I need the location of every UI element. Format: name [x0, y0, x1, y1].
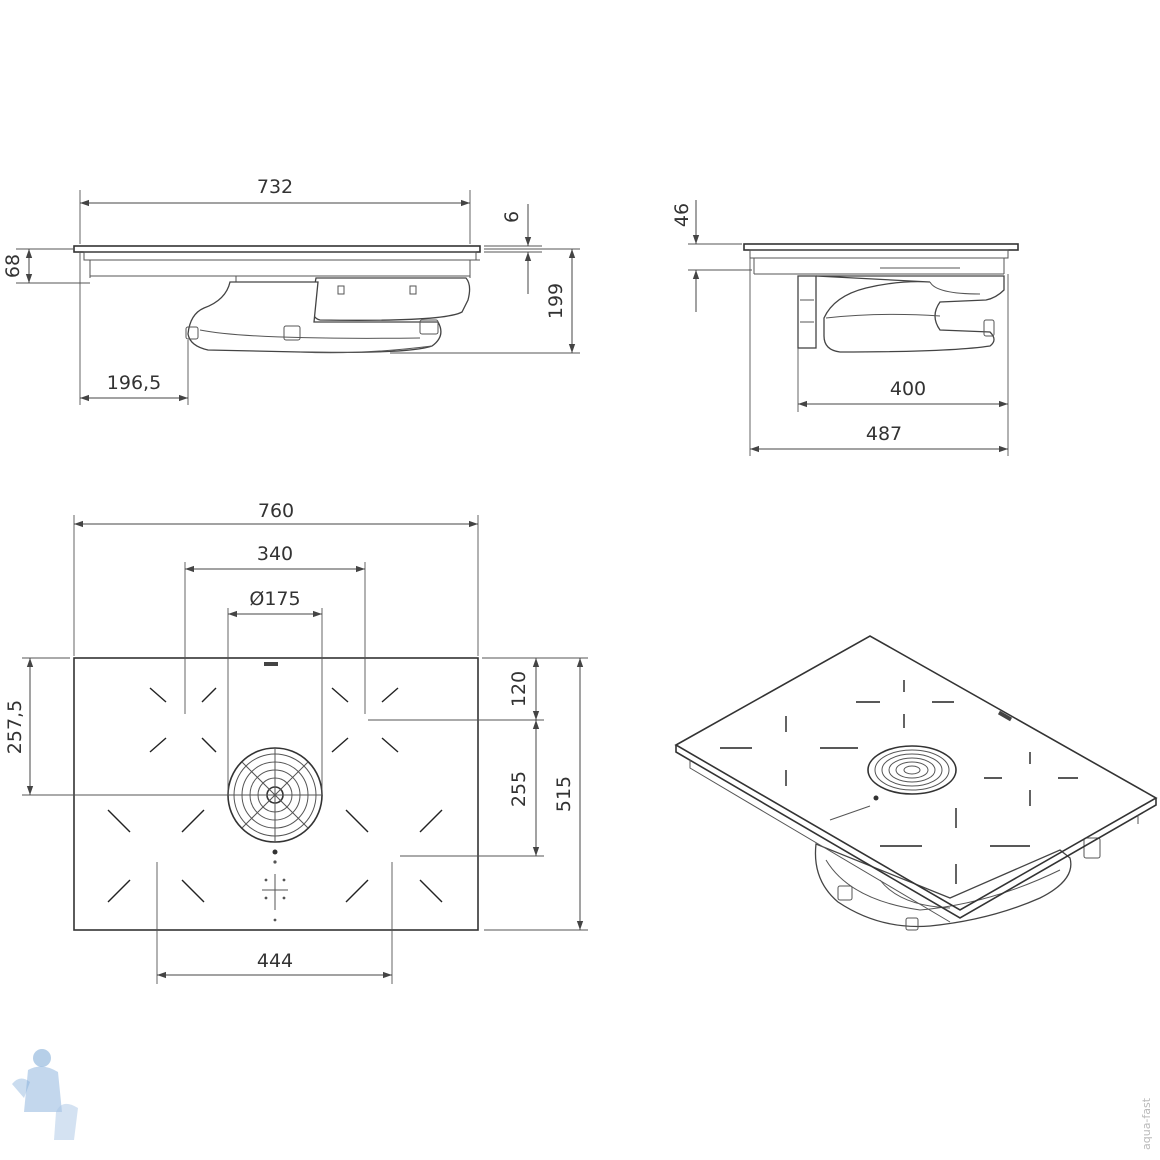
- dim-fan-offset: 196,5: [107, 372, 161, 394]
- dim-duct-diameter: Ø175: [249, 588, 300, 610]
- side-view-hob: [73, 245, 481, 283]
- cooking-zone-rear-right: [331, 687, 399, 753]
- end-view-extractor-unit: [797, 275, 1005, 353]
- watermark-text: aqua-fast: [1140, 1097, 1153, 1150]
- hob-outline: [73, 657, 479, 931]
- dim-depth-68: 68: [2, 254, 24, 278]
- dim-top-height: 46: [671, 203, 693, 227]
- dim-top-width: 760: [258, 500, 294, 522]
- dim-total-height: 199: [545, 283, 567, 319]
- cooking-zone-rear-left: [149, 687, 217, 753]
- dim-glass-thickness: 6: [501, 211, 523, 223]
- iso-cooking-zones: [720, 680, 1078, 884]
- end-view-hob: [743, 243, 1019, 275]
- end-view: 46 400 487: [671, 200, 1019, 456]
- plumber-mascot-icon: [12, 1049, 78, 1140]
- dim-zone-spacing: 255: [508, 771, 530, 807]
- top-view: 760 340 Ø175 257,5 120 255 515 444: [4, 500, 588, 984]
- isometric-view: [674, 635, 1158, 931]
- dim-zone-span: 340: [257, 543, 293, 565]
- iso-vent-grille-icon: [867, 745, 957, 795]
- side-view: 732 6 68 199 196,5: [2, 176, 580, 405]
- dim-top-depth: 515: [553, 776, 575, 812]
- iso-extractor-unit: [814, 837, 1101, 931]
- dim-vent-center-offset: 257,5: [4, 700, 26, 754]
- cooking-zone-front-right: [345, 809, 443, 903]
- dim-rear-zone-offset: 120: [508, 671, 530, 707]
- side-view-extractor-unit: [185, 277, 471, 354]
- dim-front-zone-span: 444: [257, 950, 293, 972]
- dim-side-width: 732: [257, 176, 293, 198]
- iso-hob: [674, 635, 1158, 923]
- touch-control-panel: [262, 849, 288, 922]
- dim-total-depth: 487: [866, 423, 902, 445]
- iso-brand-logo: [997, 710, 1013, 722]
- dim-fan-depth: 400: [890, 378, 926, 400]
- brand-logo: [264, 662, 278, 666]
- cooking-zone-front-left: [107, 809, 205, 903]
